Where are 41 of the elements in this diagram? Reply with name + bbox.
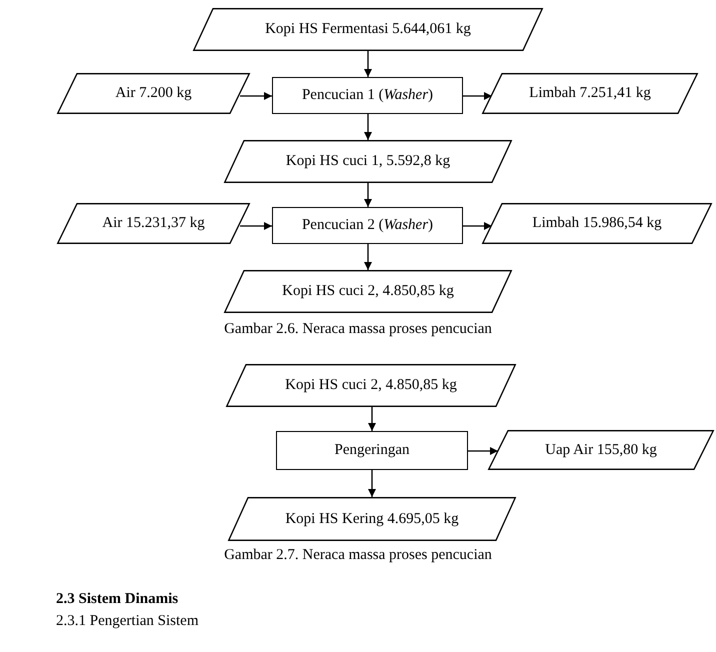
arrow bbox=[463, 222, 492, 230]
io-parallelogram bbox=[228, 497, 516, 541]
figure-caption: Gambar 2.6. Neraca massa proses pencucian bbox=[224, 321, 492, 337]
node-label: Air 15.231,37 kg bbox=[102, 215, 205, 232]
arrow bbox=[364, 244, 372, 270]
process-box bbox=[272, 207, 463, 244]
arrow bbox=[240, 222, 272, 230]
section-heading: 2.3 Sistem Dinamis bbox=[56, 591, 178, 607]
arrow bbox=[364, 114, 372, 140]
node-label: Uap Air 155,80 kg bbox=[545, 442, 657, 458]
arrow bbox=[463, 92, 492, 100]
arrow bbox=[364, 51, 372, 77]
arrow bbox=[364, 183, 372, 207]
process-box bbox=[276, 431, 468, 470]
node-label: Air 7.200 kg bbox=[115, 85, 192, 102]
io-parallelogram bbox=[57, 203, 250, 244]
node-label: Limbah 7.251,41 kg bbox=[529, 85, 651, 102]
node-label: Pencucian 1 (Washer) bbox=[302, 87, 434, 104]
subsection-heading: 2.3.1 Pengertian Sistem bbox=[56, 613, 198, 629]
process-box bbox=[272, 77, 463, 114]
node-label: Limbah 15.986,54 kg bbox=[532, 215, 662, 232]
node-label: Kopi HS cuci 2, 4.850,85 kg bbox=[285, 377, 457, 394]
arrow bbox=[368, 470, 376, 497]
io-parallelogram bbox=[57, 73, 250, 114]
io-parallelogram bbox=[488, 430, 714, 470]
node-label: Kopi HS Fermentasi 5.644,061 kg bbox=[265, 21, 471, 38]
arrow bbox=[368, 407, 376, 431]
io-parallelogram bbox=[224, 140, 512, 183]
node-label: Pengeringan bbox=[334, 442, 410, 459]
node-label: Kopi HS Kering 4.695,05 kg bbox=[285, 510, 459, 528]
node-label: Pencucian 2 (Washer) bbox=[302, 217, 434, 234]
arrow bbox=[468, 447, 498, 455]
node-label: Kopi HS cuci 1, 5.592,8 kg bbox=[286, 153, 450, 170]
io-parallelogram bbox=[224, 270, 512, 313]
io-parallelogram bbox=[226, 364, 516, 407]
arrow bbox=[240, 92, 272, 100]
io-parallelogram bbox=[193, 8, 543, 51]
node-label: Kopi HS cuci 2, 4.850,85 kg bbox=[282, 283, 454, 300]
figure-caption: Gambar 2.7. Neraca massa proses pencucian bbox=[224, 547, 492, 563]
io-parallelogram bbox=[482, 203, 712, 244]
io-parallelogram bbox=[482, 73, 698, 114]
